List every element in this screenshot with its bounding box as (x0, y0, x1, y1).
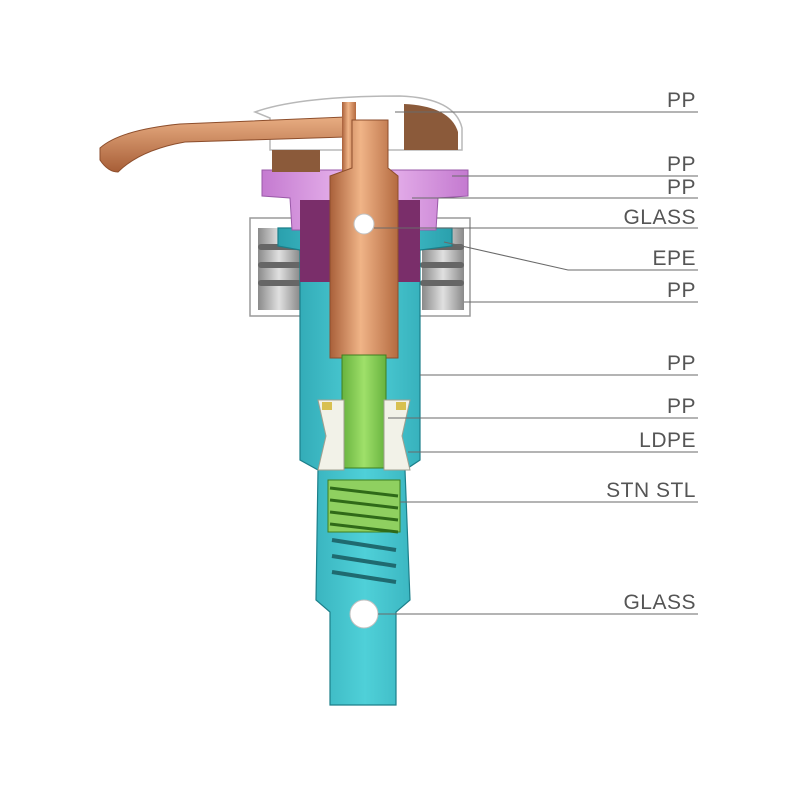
piston-rod (329, 102, 399, 359)
leader-lines (374, 111, 698, 615)
label-spring: STN STL (606, 479, 696, 502)
label-liner: EPE (652, 247, 696, 270)
label-piston-stem: PP (667, 395, 696, 418)
label-collar: PP (667, 176, 696, 199)
lower-glass-ball (349, 599, 379, 629)
spring (327, 479, 401, 584)
nozzle-spout (99, 116, 346, 173)
collar (300, 200, 420, 282)
callout-labels: PP PP PP GLASS EPE PP PP PP LDPE STN STL… (606, 89, 696, 614)
label-piston-seal: LDPE (639, 429, 696, 452)
label-upper-ball: GLASS (623, 206, 696, 229)
label-cap: PP (667, 279, 696, 302)
label-closure: PP (667, 153, 696, 176)
upper-glass-ball (353, 213, 375, 235)
label-housing: PP (667, 352, 696, 375)
label-actuator: PP (667, 89, 696, 112)
label-lower-ball: GLASS (623, 591, 696, 614)
leader-liner (443, 241, 698, 271)
